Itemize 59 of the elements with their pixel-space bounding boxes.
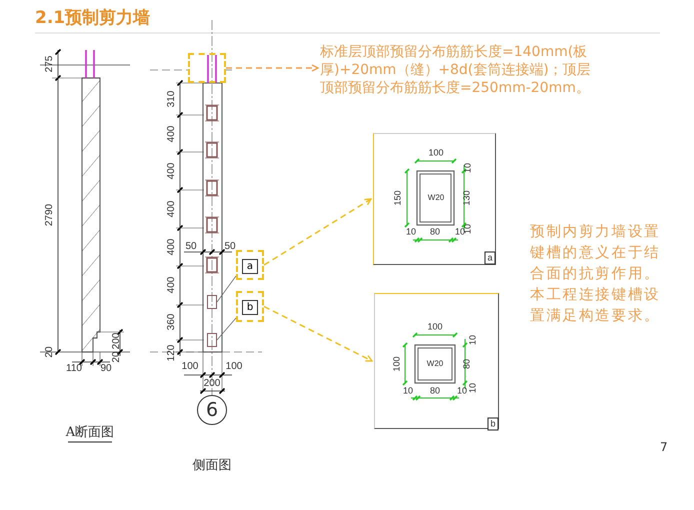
dimension-label: 400 (167, 162, 177, 180)
dimension-label: 360 (167, 314, 177, 330)
dimension-label: 100 (182, 362, 198, 372)
slot-mark: W20 (428, 194, 444, 202)
dimension-label: 10 (403, 386, 413, 396)
dimension-label: 400 (167, 200, 177, 218)
dimension-label: 100 (226, 362, 242, 372)
slot-mark: W20 (426, 360, 444, 368)
callout-tag: a (242, 259, 258, 274)
detail-tag: b (488, 418, 498, 430)
dimension-label: 50 (224, 242, 236, 252)
leader-line (216, 318, 236, 340)
note-text: 标准层顶部预留分布筋筋长度=140mm(板厚)+20mm（缝）+8d(套筒连接端)；顶层顶部预留分布筋筋长度=250mm-20mm。 (320, 43, 602, 103)
highlight-box (188, 53, 226, 83)
dimension-label: 80 (430, 228, 440, 236)
dimension-label: 200 (204, 379, 220, 389)
callout-box (236, 250, 264, 280)
dimension-label: 200 (112, 332, 122, 350)
dimension-label: 120 (167, 344, 177, 362)
dimension-label: 310 (167, 90, 177, 108)
dimension-label: 90 (100, 364, 112, 374)
leader-line (216, 276, 236, 302)
dimension-label: 10 (457, 386, 467, 396)
dimension-label: 50 (185, 242, 197, 252)
callout-box (236, 291, 264, 322)
dimension-label: 20 (45, 346, 55, 358)
dimension-label: 10 (464, 224, 472, 234)
dimension-label: 2790 (45, 204, 55, 226)
dimension-label: 275 (45, 56, 55, 72)
dimension-label: 80 (430, 386, 440, 396)
dimension-label: 10 (468, 335, 478, 345)
view-caption: A断面图 (66, 424, 114, 441)
page-number: 7 (660, 440, 668, 454)
axis-circle: 6 (197, 395, 227, 425)
dimension-label: 10 (406, 228, 416, 236)
dimension-label: 150 (394, 190, 402, 206)
dimension-label: 400 (167, 126, 177, 142)
dimension-label: 100 (428, 148, 444, 158)
dimension-label: 100 (427, 322, 443, 332)
dimension-label: 400 (167, 238, 177, 256)
key-slot (207, 295, 217, 309)
view-caption: 侧面图 (192, 457, 232, 474)
page-title: 2.1预制剪力墙 (35, 7, 150, 29)
dimension-label: 10 (464, 163, 472, 173)
detail-tag: a (484, 252, 496, 264)
arrow (264, 306, 373, 362)
dimension-label: 20 (112, 351, 122, 363)
arrow (226, 64, 319, 72)
dimension-label: 400 (167, 276, 177, 294)
dimension-label: 80 (462, 359, 472, 369)
dimension-label: 10 (455, 228, 465, 236)
dimension-label: 10 (468, 383, 478, 393)
key-slot (207, 333, 217, 347)
dimension-label: 110 (66, 364, 82, 374)
note-text: 预制内剪力墙设置键槽的意义在于结合面的抗剪作用。本工程连接键槽设置满足构造要求。 (530, 222, 662, 326)
dimension-label: 100 (392, 356, 402, 372)
arrow (264, 198, 372, 266)
callout-tag: b (242, 300, 258, 315)
dimension-label: 130 (462, 190, 472, 206)
